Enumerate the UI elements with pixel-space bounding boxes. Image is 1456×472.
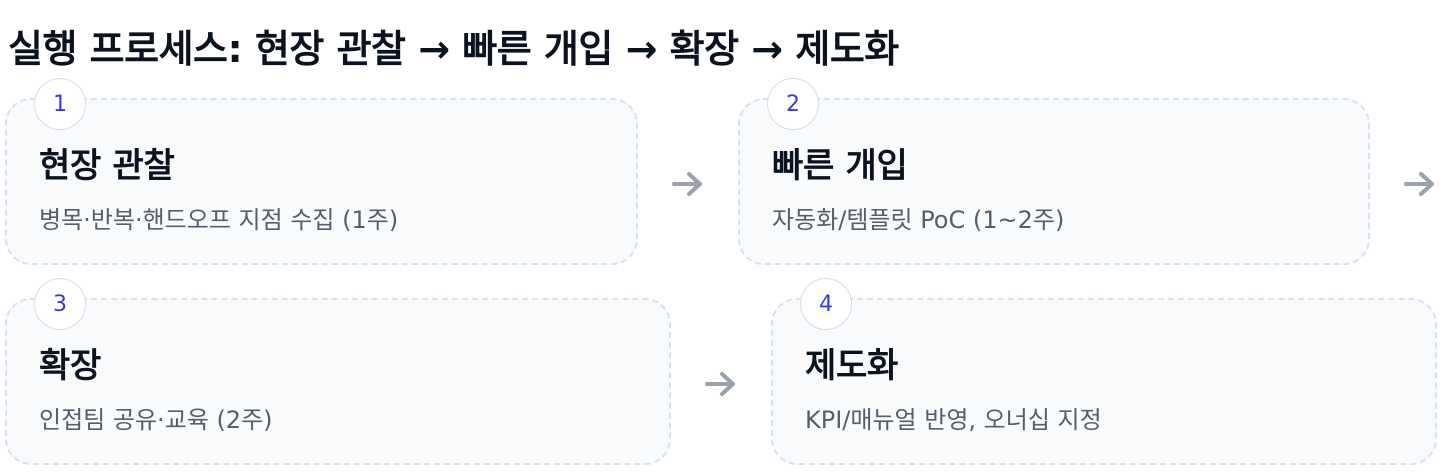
step-title: 확장 bbox=[39, 346, 101, 386]
step-number-badge-1: 1 bbox=[34, 78, 86, 130]
step-title: 제도화 bbox=[805, 346, 898, 386]
step-description: 자동화/템플릿 PoC (1~2주) bbox=[772, 206, 1065, 234]
step-title: 현장 관찰 bbox=[39, 146, 175, 186]
arrow-right-icon bbox=[672, 172, 702, 196]
step-description: 인접팀 공유·교육 (2주) bbox=[39, 406, 273, 434]
step-description: KPI/매뉴얼 반영, 오너십 지정 bbox=[805, 406, 1102, 434]
step-card-4: 제도화 KPI/매뉴얼 반영, 오너십 지정 bbox=[771, 298, 1437, 465]
step-number-badge-4: 4 bbox=[800, 278, 852, 330]
step-card-1: 현장 관찰 병목·반복·핸드오프 지점 수집 (1주) bbox=[5, 98, 638, 265]
step-title: 빠른 개입 bbox=[772, 146, 908, 186]
page-title: 실행 프로세스: 현장 관찰 → 빠른 개입 → 확장 → 제도화 bbox=[8, 27, 899, 71]
step-number-badge-2: 2 bbox=[767, 78, 819, 130]
step-number-badge-3: 3 bbox=[34, 278, 86, 330]
step-card-2: 빠른 개입 자동화/템플릿 PoC (1~2주) bbox=[738, 98, 1370, 265]
arrow-right-icon bbox=[1404, 172, 1434, 196]
step-card-3: 확장 인접팀 공유·교육 (2주) bbox=[5, 298, 671, 465]
arrow-right-icon bbox=[705, 372, 735, 396]
step-description: 병목·반복·핸드오프 지점 수집 (1주) bbox=[39, 206, 399, 234]
